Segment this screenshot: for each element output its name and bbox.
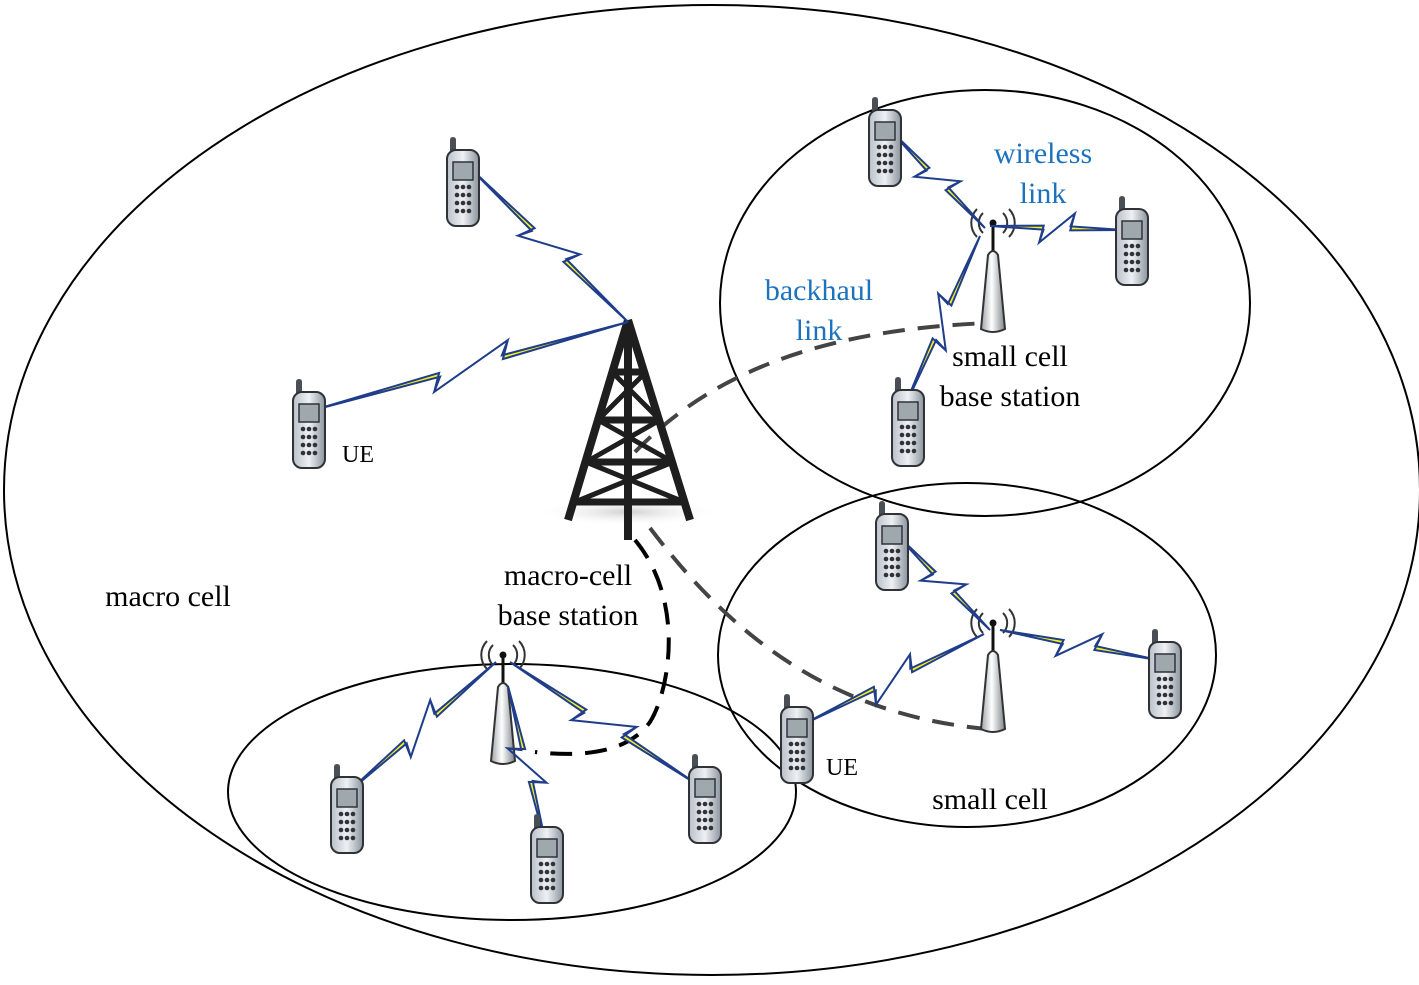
mobile-phone-icon <box>530 813 564 904</box>
macro-bs-label-line2: base station <box>498 599 639 632</box>
small-cell-antenna-icon <box>479 639 527 766</box>
lightning-link-icon <box>469 167 629 323</box>
lightning-link-icon <box>801 633 985 726</box>
macro-cell-label: macro cell <box>105 580 231 613</box>
small-bs-label-line1: small cell <box>952 340 1068 373</box>
lightning-link-icon <box>313 321 629 411</box>
mobile-phone-icon <box>1148 628 1182 719</box>
ue-label: UE <box>826 755 858 781</box>
lightning-link-icon <box>999 629 1159 661</box>
small-cell-boundary-top <box>719 89 1251 517</box>
backhaul-link-right <box>648 526 1001 732</box>
mobile-phone-icon <box>868 96 902 187</box>
mobile-phone-icon <box>1115 195 1149 286</box>
mobile-phone-icon <box>330 763 364 854</box>
backhaul-link-label-line1: backhaul <box>765 274 873 307</box>
mobile-phone-icon <box>292 378 326 469</box>
wireless-links <box>313 129 1159 846</box>
ue-label: UE <box>342 442 374 468</box>
backhaul-link-bottom <box>534 538 671 756</box>
lightning-link-icon <box>896 534 991 631</box>
wireless-link-label-line1: wireless <box>994 137 1092 170</box>
macro-tower-icon <box>533 318 723 540</box>
small-cell-boundary-right <box>717 482 1217 828</box>
mobile-phone-icon <box>446 136 480 227</box>
mobile-phone-icon <box>780 693 814 784</box>
backhaul-link-label-line2: link <box>796 314 843 347</box>
lightning-link-icon <box>504 685 550 846</box>
wireless-link-label-line2: link <box>1020 177 1067 210</box>
macro-bs-label-line1: macro-cell <box>504 559 632 592</box>
mobile-phone-icon <box>891 376 925 467</box>
small-cell-label: small cell <box>932 783 1048 816</box>
mobile-phone-icon <box>688 753 722 844</box>
small-bs-label-line2: base station <box>940 380 1081 413</box>
macro-cell-boundary <box>3 4 1419 976</box>
lightning-link-icon <box>889 129 986 229</box>
lightning-link-icon <box>989 210 1125 246</box>
lightning-link-icon <box>509 661 699 786</box>
small-cell-antenna-icon <box>969 607 1017 734</box>
mobile-phone-icon <box>875 500 909 591</box>
